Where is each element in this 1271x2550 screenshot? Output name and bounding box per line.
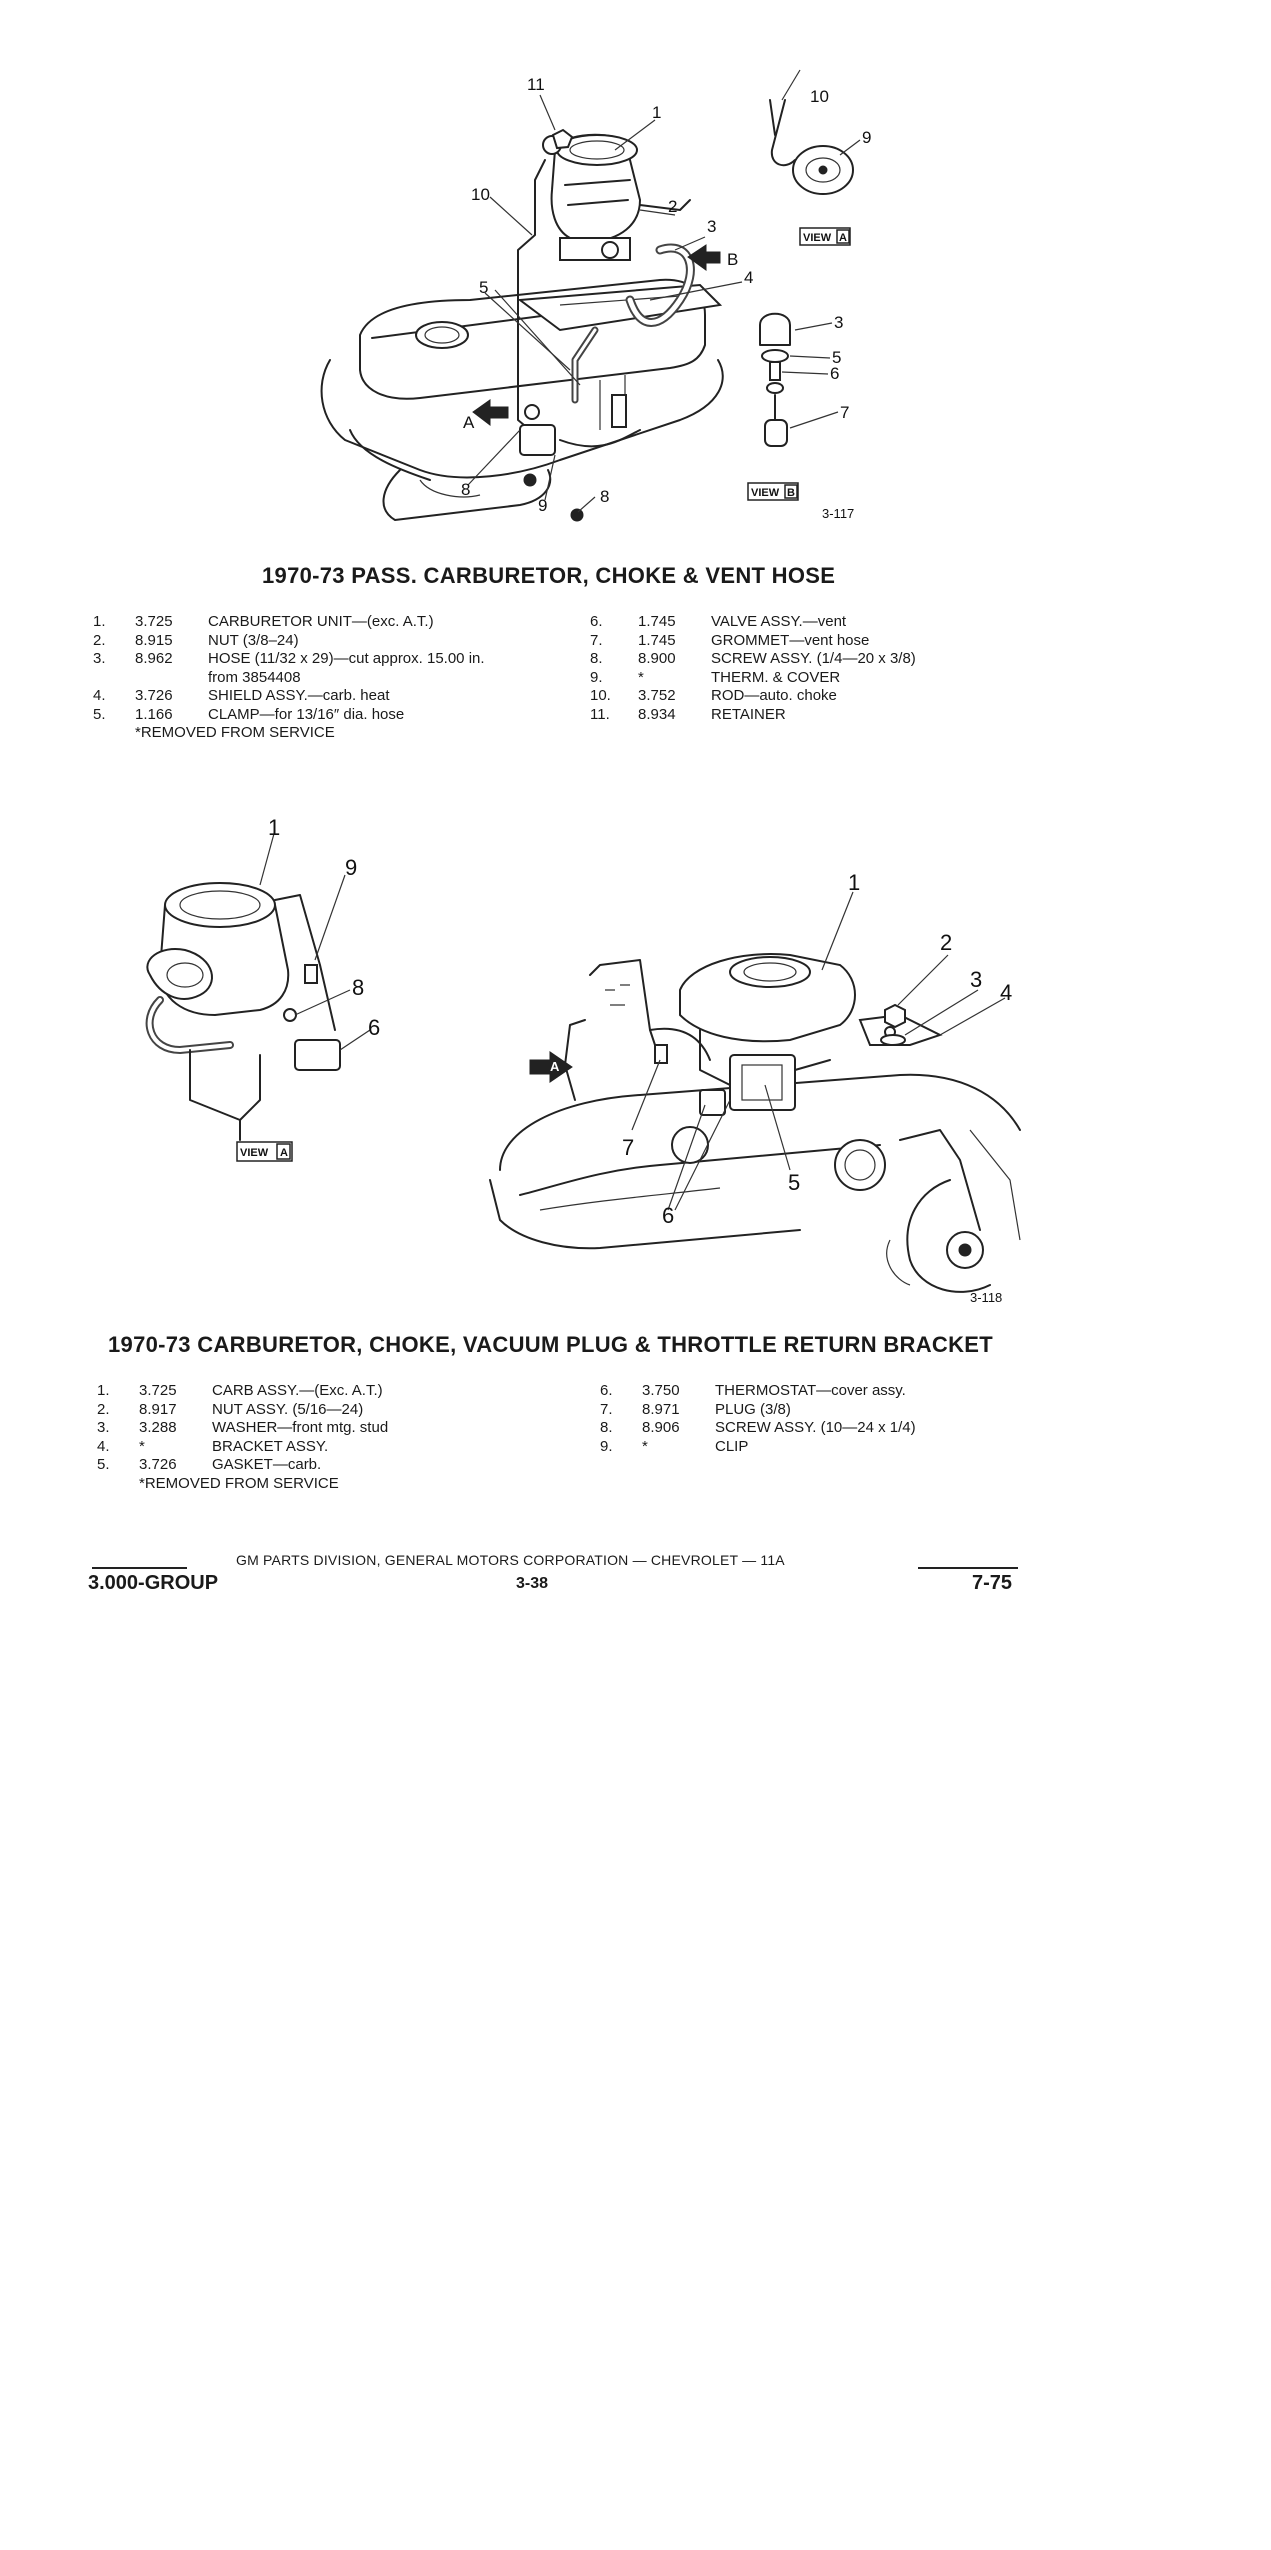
engine-outline xyxy=(320,278,724,521)
leader-lines xyxy=(467,94,743,513)
section1-note: *REMOVED FROM SERVICE xyxy=(135,724,335,741)
callout-8-right: 8 xyxy=(600,487,609,506)
callout-3: 3 xyxy=(707,217,716,236)
callout-8-left: 8 xyxy=(461,480,470,499)
callout-9-view-a: 9 xyxy=(345,855,357,880)
view-a-box-label-2: VIEW xyxy=(240,1147,269,1159)
figure-carburetor-choke-vent-hose: A B VIEW A VIEW B 1 2 3 4 5 8 9 8 10 11 xyxy=(320,69,871,522)
view-a-inset xyxy=(769,69,861,246)
leader-lines-2 xyxy=(631,891,1006,1211)
arrow-b-icon xyxy=(687,244,721,271)
callout-6-main: 6 xyxy=(662,1203,674,1228)
view-a-box-letter-2: A xyxy=(280,1147,288,1159)
view-b-box-label: VIEW xyxy=(751,487,780,499)
callout-4: 4 xyxy=(744,268,753,287)
arrow-a-icon xyxy=(472,399,509,427)
figure-code-3-118: 3-118 xyxy=(970,1290,1002,1305)
arrow-a-label-2: A xyxy=(550,1059,560,1074)
callout-6-view-a: 6 xyxy=(368,1015,380,1040)
callout-1-main: 1 xyxy=(848,870,860,895)
callout-8-view-a: 8 xyxy=(352,975,364,1000)
callout-9-bottom: 9 xyxy=(538,496,547,515)
figure-carburetor-choke-vacuum-plug: VIEW A A xyxy=(145,815,1021,1305)
callout-6-view-b: 6 xyxy=(830,364,839,383)
callout-5-main: 5 xyxy=(788,1170,800,1195)
footer-division: GM PARTS DIVISION, GENERAL MOTORS CORPOR… xyxy=(236,1552,785,1568)
choke-rod xyxy=(517,159,546,431)
callout-2-main: 2 xyxy=(940,930,952,955)
view-a-detail xyxy=(145,829,371,1162)
section1-title: 1970-73 PASS. CARBURETOR, CHOKE & VENT H… xyxy=(262,563,836,588)
view-a-box-label: VIEW xyxy=(803,232,832,244)
footer-group: 3.000-GROUP xyxy=(88,1572,219,1594)
callout-4-main: 4 xyxy=(1000,980,1012,1005)
view-b-inset xyxy=(747,312,839,501)
list-item: from 3854408 xyxy=(208,668,301,686)
carburetor-unit xyxy=(542,133,691,261)
section2-title: 1970-73 CARBURETOR, CHOKE, VACUUM PLUG &… xyxy=(108,1332,993,1357)
list-item: 4.*BRACKET ASSY. xyxy=(97,1437,329,1455)
callout-5-view-b: 5 xyxy=(832,348,841,367)
callout-3-view-b: 3 xyxy=(834,313,843,332)
callout-3-main: 3 xyxy=(970,967,982,992)
callout-10: 10 xyxy=(471,185,490,204)
arrow-b-label: B xyxy=(727,250,738,269)
view-a-box-letter: A xyxy=(839,232,847,244)
callout-5: 5 xyxy=(479,278,488,297)
figure-code-3-117: 3-117 xyxy=(822,506,854,521)
callout-10-view-a: 10 xyxy=(810,87,829,106)
engine-assembly xyxy=(489,953,1021,1293)
arrow-a-icon-2 xyxy=(529,1051,573,1083)
view-b-box-letter: B xyxy=(787,487,795,499)
arrow-a-label: A xyxy=(463,413,475,432)
callout-11: 11 xyxy=(527,75,545,94)
section2-note: *REMOVED FROM SERVICE xyxy=(139,1474,339,1492)
callout-9-view-a: 9 xyxy=(862,128,871,147)
footer-page-number: 3-38 xyxy=(516,1575,549,1592)
list-item: 9.*CLIP xyxy=(600,1437,749,1455)
footer-rule-left xyxy=(92,1567,187,1569)
callout-1: 1 xyxy=(652,103,661,122)
callout-7-main: 7 xyxy=(622,1135,634,1160)
list-item: 9.*THERM. & COVER xyxy=(590,668,841,686)
footer-date: 7-75 xyxy=(972,1572,1013,1594)
callout-2: 2 xyxy=(668,197,677,216)
callout-7-view-b: 7 xyxy=(840,403,849,422)
callout-1-view-a: 1 xyxy=(268,815,280,840)
footer-rule-right xyxy=(918,1567,1018,1569)
